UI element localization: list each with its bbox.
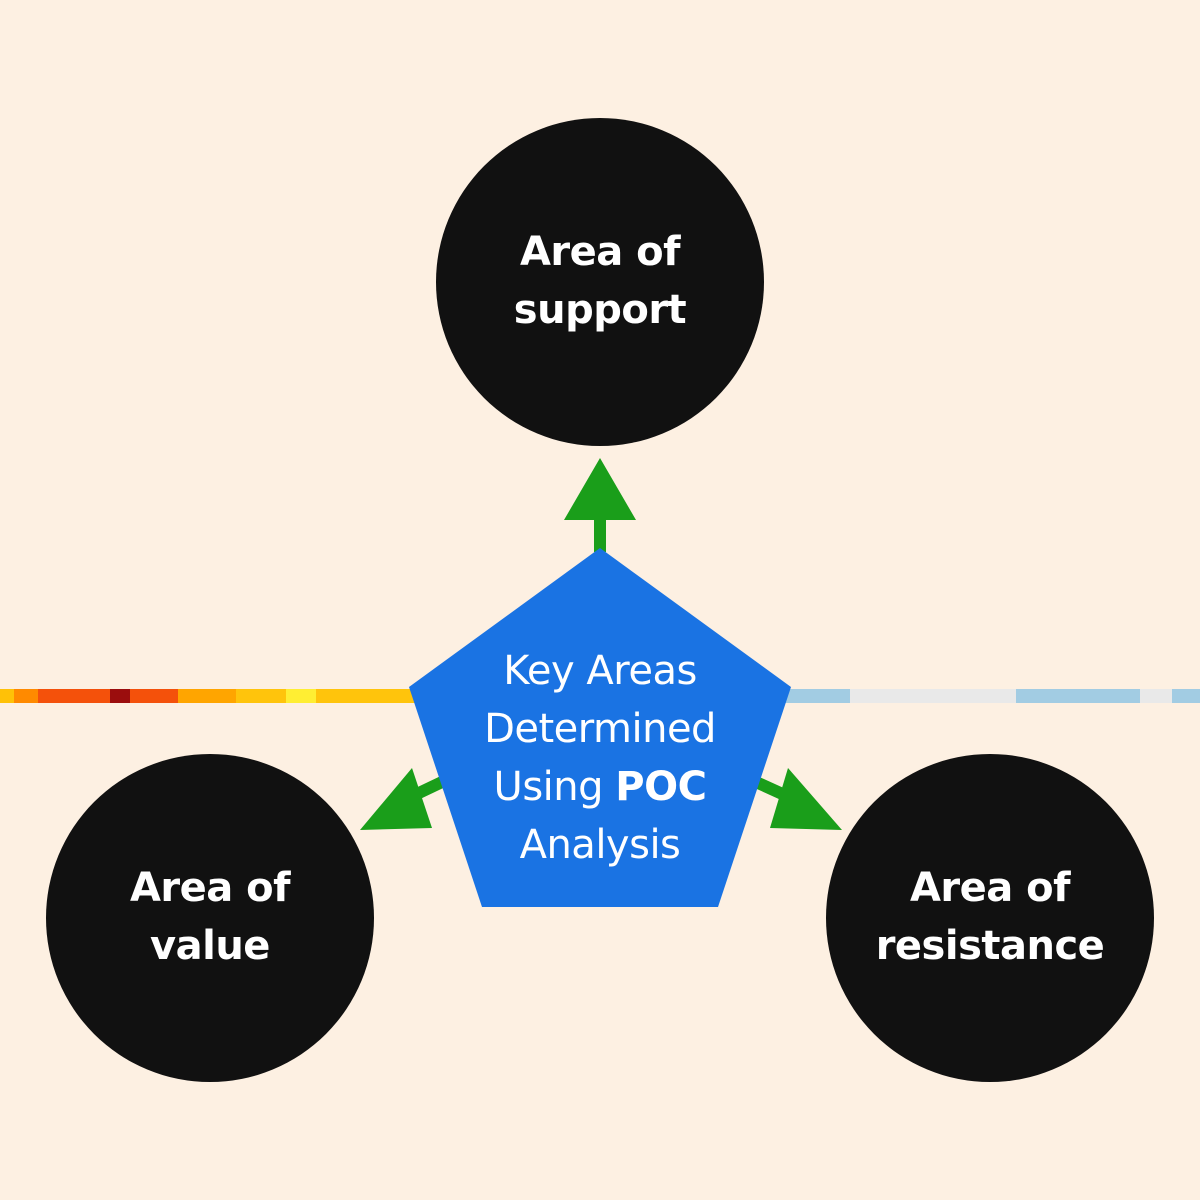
right-color-bar xyxy=(784,689,1200,703)
arrow-to-right xyxy=(753,768,842,830)
right-bar-segment xyxy=(1140,689,1172,703)
node-top-line1: Area of xyxy=(519,229,681,275)
node-label-top: Area of support xyxy=(436,222,764,340)
left-bar-segment xyxy=(178,689,236,703)
node-right-line1: Area of xyxy=(909,865,1071,911)
left-bar-segment xyxy=(286,689,316,703)
center-line1: Key Areas xyxy=(503,648,697,694)
arrow-head-icon xyxy=(564,458,636,520)
left-bar-segment xyxy=(14,689,38,703)
center-line3-plain: Using xyxy=(493,764,604,810)
arrow-shaft xyxy=(594,512,606,552)
center-line3: Using POC xyxy=(494,758,707,816)
node-left-line2: value xyxy=(150,923,270,969)
left-color-bar xyxy=(0,689,416,703)
node-right-line2: resistance xyxy=(875,923,1105,969)
node-left-line1: Area of xyxy=(129,865,291,911)
left-bar-segment xyxy=(0,689,14,703)
node-top-line2: support xyxy=(513,287,687,333)
center-pentagon xyxy=(409,548,791,907)
left-bar-segment xyxy=(38,689,110,703)
arrow-to-top xyxy=(564,458,636,552)
left-bar-segment xyxy=(110,689,130,703)
right-bar-segment xyxy=(850,689,1016,703)
right-bar-segment xyxy=(1016,689,1140,703)
node-circle-left xyxy=(46,754,374,1082)
center-line2: Determined xyxy=(484,706,716,752)
right-bar-segment xyxy=(1172,689,1200,703)
center-line3-bold: POC xyxy=(615,764,707,810)
center-line4: Analysis xyxy=(519,822,681,868)
left-bar-segment xyxy=(316,689,416,703)
node-circle-right xyxy=(826,754,1154,1082)
left-bar-segment xyxy=(236,689,286,703)
node-circle-top xyxy=(436,118,764,446)
node-label-right: Area of resistance xyxy=(826,858,1154,976)
arrow-to-left xyxy=(360,768,445,830)
arrow-head-icon xyxy=(360,768,432,830)
left-bar-segment xyxy=(130,689,178,703)
center-label: Key Areas Determined Using POC Analysis xyxy=(430,640,770,876)
node-label-left: Area of value xyxy=(46,858,374,976)
right-bar-segment xyxy=(784,689,850,703)
arrow-head-icon xyxy=(770,768,842,830)
